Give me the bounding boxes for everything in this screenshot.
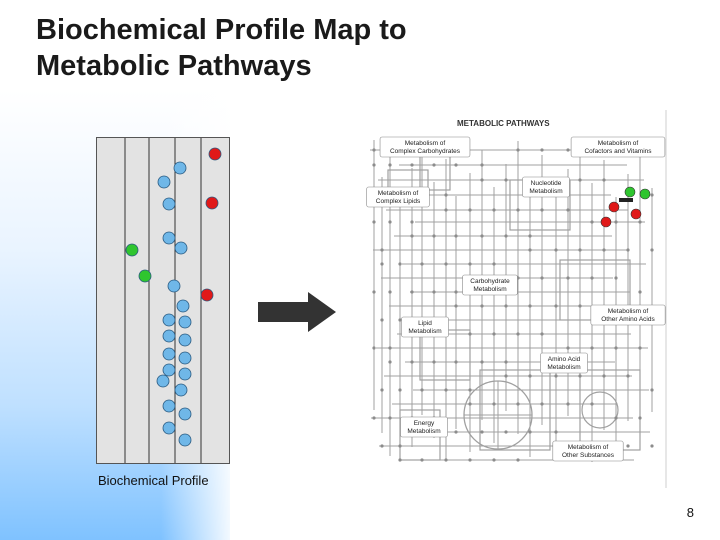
- blue-profile-dot: [162, 313, 176, 327]
- right-arrow-icon: [258, 292, 336, 332]
- blue-profile-dot: [178, 433, 192, 447]
- slide-title: Biochemical Profile Map to Metabolic Pat…: [36, 12, 556, 84]
- page-number: 8: [686, 505, 694, 520]
- map-label-line: Nucleotide: [531, 180, 562, 187]
- green-map-dot: [624, 186, 636, 198]
- map-label-line: Cofactors and Vitamins: [584, 148, 652, 155]
- map-label-line: Metabolism: [529, 188, 562, 195]
- map-label-line: Metabolism: [407, 428, 440, 435]
- red-profile-dot: [205, 196, 219, 210]
- blue-profile-dot: [162, 347, 176, 361]
- red-profile-dot: [200, 288, 214, 302]
- map-label-line: Metabolism of: [568, 444, 609, 451]
- blue-profile-dot: [162, 329, 176, 343]
- slide-title-line-2: Metabolic Pathways: [36, 50, 312, 82]
- blue-profile-dot: [178, 351, 192, 365]
- red-profile-dot: [208, 147, 222, 161]
- map-label-line: Lipid: [418, 320, 432, 327]
- blue-profile-dot: [162, 399, 176, 413]
- green-profile-dot: [125, 243, 139, 257]
- blue-profile-dot: [156, 374, 170, 388]
- slide-title-line-1: Biochemical Profile Map to: [36, 14, 407, 46]
- green-map-dot: [639, 188, 651, 200]
- map-label-line: Complex Lipids: [376, 198, 421, 205]
- red-map-dot: [608, 201, 620, 213]
- map-label-line: Other Amino Acids: [601, 316, 655, 323]
- blue-profile-dot: [162, 421, 176, 435]
- blue-profile-dot: [162, 363, 176, 377]
- map-label-line: Amino Acid: [548, 356, 581, 363]
- map-label-line: Metabolism of: [608, 308, 649, 315]
- blue-profile-dot: [176, 299, 190, 313]
- map-label-line: Complex Carbohydrates: [390, 148, 461, 155]
- map-label-line: Energy: [414, 420, 435, 427]
- map-label-line: Metabolism of: [378, 190, 419, 197]
- blue-profile-dot: [178, 333, 192, 347]
- blue-profile-dot: [162, 197, 176, 211]
- biochemical-profile-panel: [96, 137, 230, 464]
- map-label-line: Metabolism: [547, 364, 580, 371]
- metabolic-pathways-map: METABOLIC PATHWAYS Metabolism ofComplex …: [360, 110, 670, 488]
- blue-profile-dot: [174, 241, 188, 255]
- blue-profile-dot: [173, 161, 187, 175]
- blue-profile-dot: [157, 175, 171, 189]
- red-map-dot: [630, 208, 642, 220]
- red-map-dot: [600, 216, 612, 228]
- profile-caption: Biochemical Profile: [98, 473, 209, 488]
- map-label-line: Carbohydrate: [470, 278, 510, 285]
- blue-profile-dot: [178, 367, 192, 381]
- blue-profile-dot: [178, 407, 192, 421]
- map-marker-bar: [619, 198, 633, 202]
- profile-dots-graphic: [124, 138, 222, 463]
- green-profile-dot: [138, 269, 152, 283]
- map-title: METABOLIC PATHWAYS: [457, 119, 550, 128]
- blue-profile-dot: [174, 383, 188, 397]
- map-label-line: Metabolism of: [598, 140, 639, 147]
- blue-profile-dot: [162, 231, 176, 245]
- map-label-line: Metabolism of: [405, 140, 446, 147]
- map-label-line: Metabolism: [473, 286, 506, 293]
- map-label-line: Metabolism: [408, 328, 441, 335]
- blue-profile-dot: [167, 279, 181, 293]
- blue-profile-dot: [178, 315, 192, 329]
- map-label-line: Other Substances: [562, 452, 615, 459]
